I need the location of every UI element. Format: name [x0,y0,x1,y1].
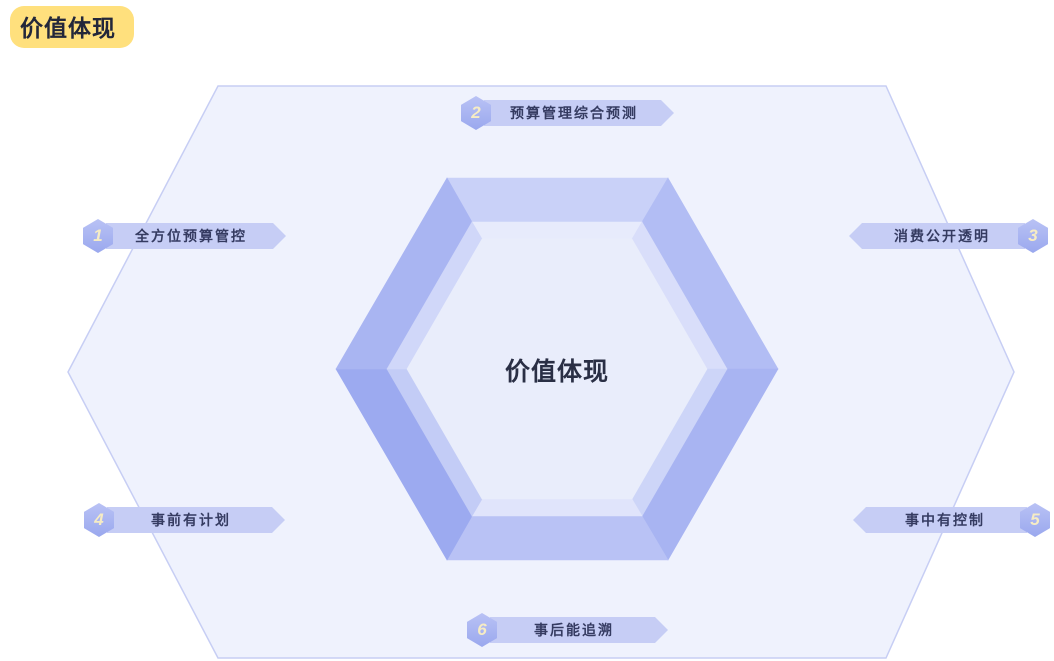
page-title: 价值体现 [10,6,134,48]
hex-bevel-top [471,221,643,240]
hex-center-plate [406,238,708,500]
item-label: 事后能追溯 [490,617,668,643]
item-plan-ahead: 4 事前有计划 [84,503,285,537]
hexagon-center-label: 价值体现 [504,358,609,386]
item-label: 预算管理综合预测 [484,100,674,126]
item-label: 全方位预算管控 [106,223,286,249]
item-budget-forecast: 2 预算管理综合预测 [461,96,674,130]
item-traceable-after: 6 事后能追溯 [467,613,668,647]
item-budget-control: 1 全方位预算管控 [83,219,286,253]
item-open-transparent: 消费公开透明 3 [849,219,1048,253]
page-title-text: 价值体现 [10,6,134,48]
item-label: 消费公开透明 [849,223,1025,249]
hex-bevel-bottom [471,498,643,517]
hex-face-top [446,177,669,223]
inner-hexagon-3d [335,177,779,561]
item-label: 事中有控制 [853,507,1027,533]
hex-face-bottom [446,515,669,561]
item-label: 事前有计划 [107,507,285,533]
item-in-process-control: 事中有控制 5 [853,503,1050,537]
